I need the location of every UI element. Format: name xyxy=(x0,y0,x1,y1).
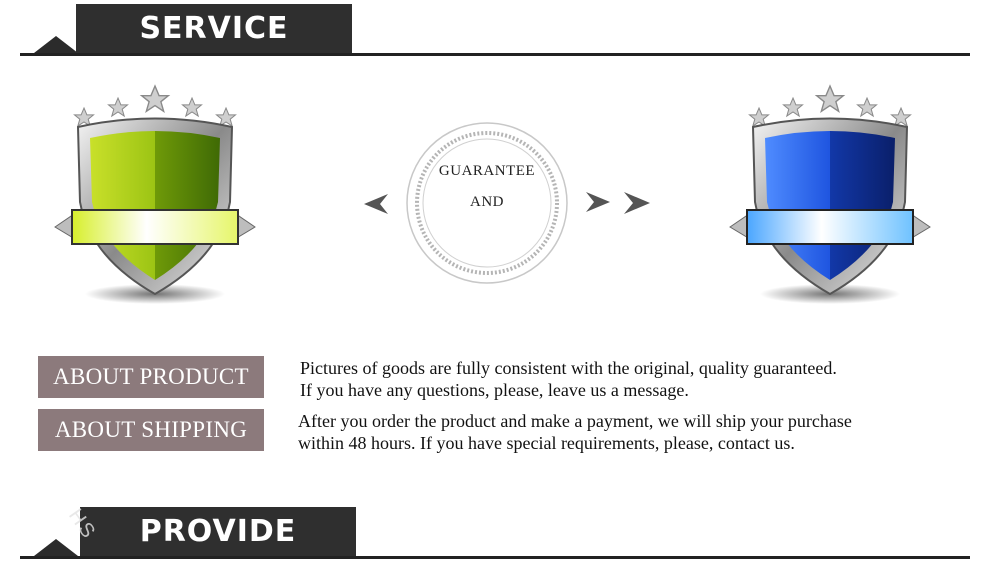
provide-title: PROVIDE xyxy=(80,507,356,556)
arrow-right-icon xyxy=(624,192,650,214)
about-shipping-text: After you order the product and make a p… xyxy=(298,410,852,454)
header-triangle-decoration xyxy=(34,539,78,556)
service-header: SERVICE xyxy=(20,0,970,56)
about-shipping-label: ABOUT SHIPPING xyxy=(38,409,264,451)
about-product-line-2: If you have any questions, please, leave… xyxy=(300,380,689,400)
shield-blue-icon xyxy=(729,85,931,304)
about-product-text: Pictures of goods are fully consistent w… xyxy=(300,357,837,401)
shield-green-icon xyxy=(54,85,256,304)
header-triangle-decoration xyxy=(34,36,78,53)
about-product-line-1: Pictures of goods are fully consistent w… xyxy=(300,358,837,378)
about-product-label: ABOUT PRODUCT xyxy=(38,356,264,398)
seal-text-guarantee: GUARANTEE xyxy=(438,163,536,179)
about-shipping-line-2: within 48 hours. If you have special req… xyxy=(298,433,795,453)
about-shipping-line-1: After you order the product and make a p… xyxy=(298,411,852,431)
provide-header: PROVIDE xyxy=(20,503,970,559)
service-title: SERVICE xyxy=(76,4,352,53)
arrow-left-icon xyxy=(364,194,388,214)
seal-text-and: AND xyxy=(470,194,504,210)
guarantee-seal-icon: GUARANTEE AND xyxy=(404,120,570,286)
header-rule xyxy=(20,556,970,559)
seal-outline xyxy=(406,122,568,284)
arrow-right-icon xyxy=(586,192,610,212)
header-rule xyxy=(20,53,970,56)
